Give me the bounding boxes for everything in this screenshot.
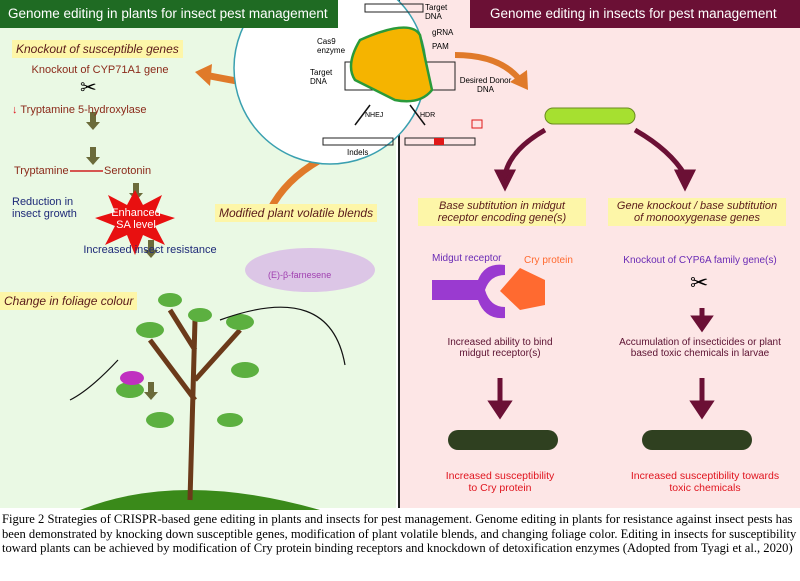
col2-result: Increased susceptibility towards toxic c… bbox=[630, 470, 780, 494]
col1-title: Base subtitution in midgut receptor enco… bbox=[418, 198, 586, 226]
caterpillar-1 bbox=[448, 430, 558, 450]
donor-dna-label: Desired Donor DNA bbox=[459, 76, 512, 94]
cry-protein-shape bbox=[500, 268, 545, 310]
diagram-graphics bbox=[69, 0, 752, 510]
midgut-receptor-label: Midgut receptor bbox=[432, 253, 502, 264]
foliage-title: Change in foliage colour bbox=[0, 292, 138, 310]
col2-title: Gene knockout / base subtitution of mono… bbox=[608, 198, 786, 226]
sa-level-label: Enhanced SA level bbox=[111, 207, 161, 231]
orange-arrow-insect bbox=[454, 52, 523, 82]
flow-arrows bbox=[86, 112, 158, 400]
scissors-icon: ✂ bbox=[80, 77, 97, 99]
nhej-label: NHEJ bbox=[365, 112, 384, 119]
enzyme-label: Tryptamine 5-hydroxylase bbox=[20, 104, 147, 116]
col1-result: Increased susceptibility to Cry protein bbox=[445, 470, 555, 494]
grna-label: gRNA bbox=[432, 28, 454, 37]
resistance-label: Increased insect resistance bbox=[83, 244, 217, 256]
knockout-gene-label: Knockout of CYP71A1 gene bbox=[31, 64, 169, 76]
orange-arrow-volatile bbox=[266, 156, 322, 212]
col1-effect: Increased ability to bind midgut recepto… bbox=[447, 337, 553, 359]
scissors-icon: ✂ bbox=[690, 270, 709, 295]
cry-protein-label: Cry protein bbox=[524, 255, 573, 266]
col2-gene-label: Knockout of CYP6A family gene(s) bbox=[623, 255, 777, 266]
plant-panel-header: Genome editing in plants for insect pest… bbox=[0, 0, 338, 28]
green-caterpillar bbox=[544, 107, 636, 125]
cas9-enzyme bbox=[349, 26, 434, 103]
caterpillar-2 bbox=[642, 430, 752, 450]
sa-level-burst bbox=[95, 190, 175, 255]
tryptamine-label: Tryptamine bbox=[14, 165, 69, 177]
midgut-receptor-shape bbox=[432, 264, 505, 319]
figure-caption: Figure 2 Strategies of CRISPR-based gene… bbox=[2, 512, 797, 555]
insect-panel bbox=[398, 0, 800, 508]
serotonin-label: Serotonin bbox=[104, 165, 152, 177]
purple-leaf bbox=[120, 371, 144, 385]
pam-label: PAM bbox=[432, 42, 449, 51]
volatile-title: Modified plant volatile blends bbox=[215, 204, 378, 222]
farnesene-label: (E)-β-farnesene bbox=[268, 270, 332, 280]
farnesene-cloud bbox=[245, 248, 375, 292]
indels-label: Indels bbox=[347, 148, 369, 157]
down-arrow-icon: ↓ bbox=[12, 104, 21, 116]
knockout-title: Knockout of susceptible genes bbox=[12, 40, 183, 58]
target-dna-top-label: Target DNA bbox=[425, 3, 448, 21]
reduction-label: Reduction in insect growth bbox=[12, 196, 77, 220]
ground bbox=[80, 490, 320, 510]
insect-panel-header: Genome editing in insects for pest manag… bbox=[470, 0, 800, 28]
target-dna-label: Target DNA bbox=[310, 68, 333, 86]
plant-leaves bbox=[116, 293, 259, 428]
col2-effect: Accumulation of insecticides or plant ba… bbox=[619, 337, 781, 359]
cas9-label: Cas9 enzyme bbox=[317, 37, 346, 55]
plant-stem bbox=[148, 308, 242, 501]
hdr-label: HDR bbox=[420, 112, 436, 119]
